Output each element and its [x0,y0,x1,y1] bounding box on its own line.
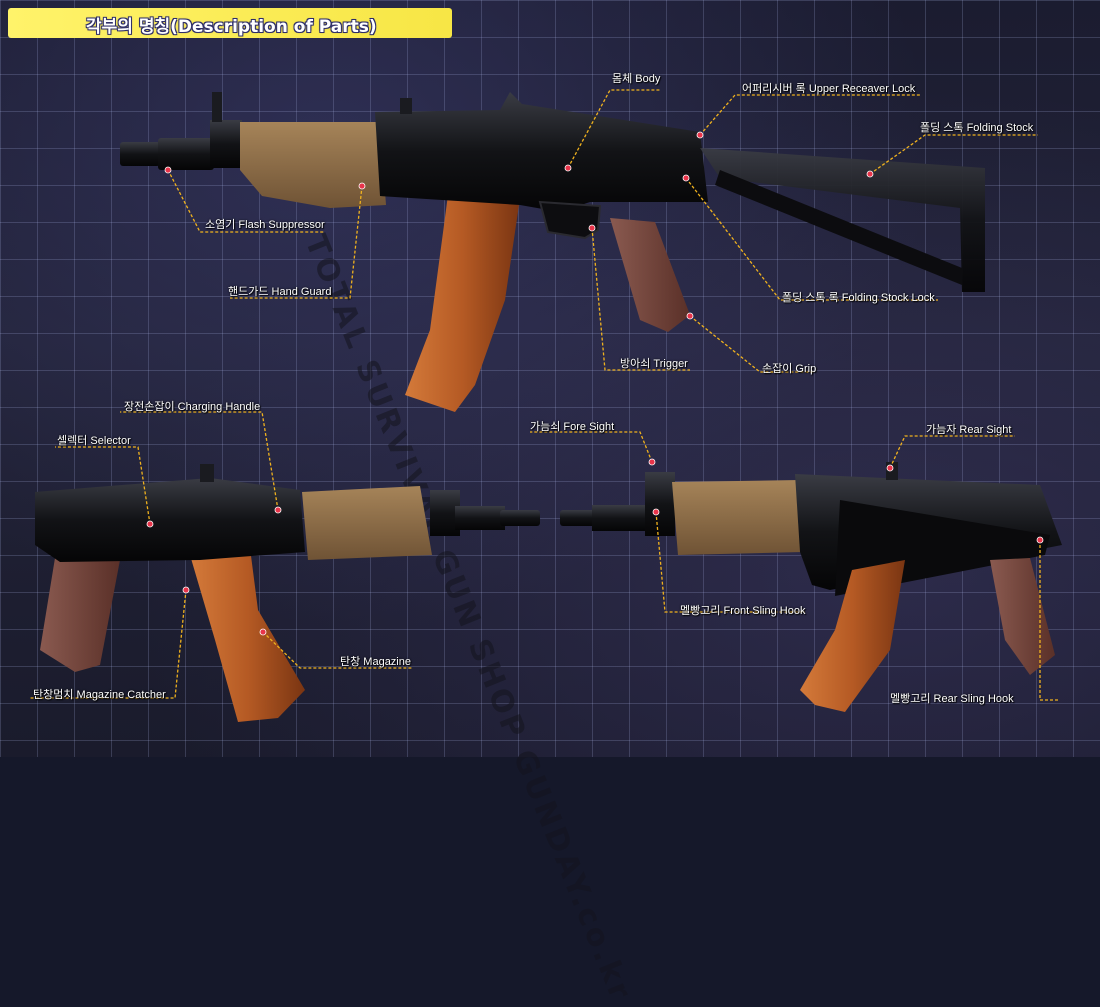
label-charging-handle: 장전손잡이 Charging Handle [124,401,261,413]
label-folding-stock: 폴딩 스톡 Folding Stock [920,122,1034,134]
top-receiver [375,92,708,212]
bottom-left-rifle [35,464,540,722]
top-handguard [240,122,386,208]
label-selector: 셀렉터 Selector [57,435,131,447]
br-grip [990,558,1055,675]
top-magazine [405,195,520,412]
label-rear-sling-hook: 멜빵고리 Rear Sling Hook [890,693,1014,705]
title-banner: 각부의 명칭(Description of Parts) [8,8,452,38]
label-trigger: 방아쇠 Trigger [620,358,688,370]
top-folding-stock [700,148,985,292]
label-hand-guard: 핸드가드 Hand Guard [228,286,332,298]
label-fore-sight: 가늠쇠 Fore Sight [530,421,615,433]
page-title: 각부의 명칭(Description of Parts) [86,17,377,37]
bl-grip [40,558,120,672]
top-grip [610,218,690,332]
label-folding-stock-lock: 폴딩 스톡 록 Folding Stock Lock [782,292,935,304]
part-markers [146,131,1044,636]
bl-handguard [302,486,432,560]
br-magazine [800,560,905,712]
bottom-right-rifle [560,462,1062,712]
label-magazine: 탄창 Magazine [340,656,411,668]
label-upper-receiver-lock: 어퍼리시버 록 Upper Receaver Lock [742,83,916,95]
label-grip: 손잡이 Grip [762,363,817,375]
bl-magazine [190,548,305,722]
leader-lines [30,89,1060,701]
label-body: 몸체 Body [612,73,661,85]
br-handguard [672,480,803,555]
label-magazine-catcher: 탄창멈치 Magazine Catcher [33,689,166,701]
bl-receiver [35,478,305,562]
top-rifle [120,92,985,412]
label-front-sling-hook: 멜빵고리 Front Sling Hook [680,605,806,617]
rifle-illustrations [30,89,1062,722]
label-flash-suppressor: 소염기 Flash Suppressor [205,219,325,231]
label-rear-sight: 가늠자 Rear Sight [926,424,1012,436]
